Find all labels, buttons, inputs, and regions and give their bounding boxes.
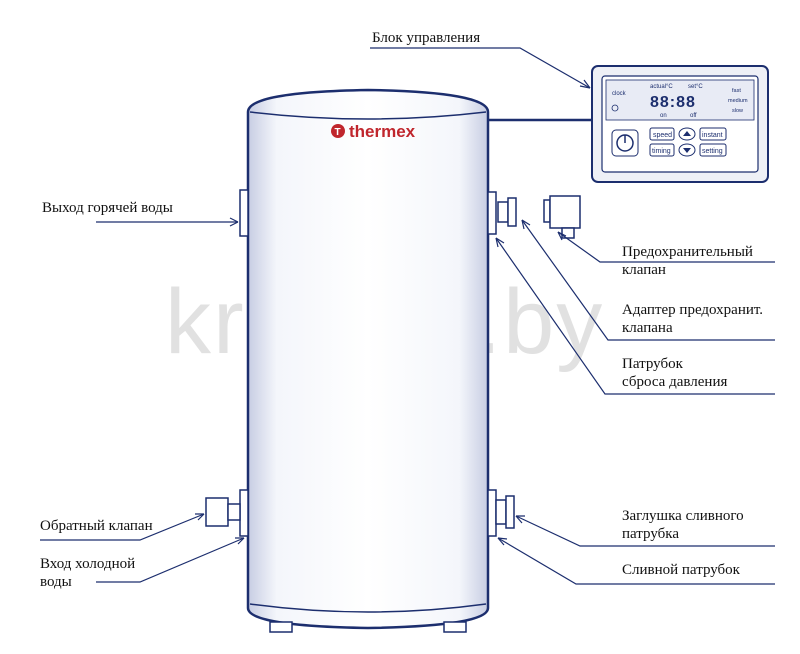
svg-text:speed: speed xyxy=(653,132,672,139)
label-drain-plug-line1: Заглушка сливного xyxy=(622,508,744,524)
leader-drain-plug xyxy=(515,515,775,547)
panel-fast-label: fast xyxy=(732,88,741,94)
setting-button: setting xyxy=(699,143,727,157)
timing-button: timing xyxy=(649,143,675,157)
panel-off-label: off xyxy=(690,113,697,119)
down-arrow-icon xyxy=(683,148,691,153)
pressure-relief-nozzle-fitting xyxy=(487,191,497,235)
svg-text:T: T xyxy=(335,127,341,138)
tank-foot-left xyxy=(269,621,293,633)
down-arrow-button xyxy=(678,143,696,157)
tank-foot-right xyxy=(443,621,467,633)
safety-valve xyxy=(543,195,581,239)
leader-adapter xyxy=(521,219,775,341)
up-arrow-icon xyxy=(683,131,691,136)
thermex-logo: T thermex xyxy=(331,122,416,141)
cold-water-inlet-fitting xyxy=(239,489,249,537)
leader-check-valve xyxy=(40,513,205,541)
drain-plug xyxy=(495,495,515,529)
label-cold-inlet-line1: Вход холодной xyxy=(40,556,136,572)
leader-safety-valve xyxy=(557,231,775,263)
label-pressure-nozzle-line2: сброса давления xyxy=(622,374,728,390)
power-button xyxy=(611,129,639,157)
label-safety-adapter-line2: клапана xyxy=(622,320,673,336)
drain-nozzle-fitting xyxy=(487,489,497,537)
label-drain-plug-line2: патрубка xyxy=(622,526,679,542)
label-safety-valve-line1: Предохранительный xyxy=(622,244,753,260)
svg-text:timing: timing xyxy=(652,148,671,155)
panel-digits: 88:88 xyxy=(650,94,696,111)
label-pressure-nozzle-line1: Патрубок xyxy=(622,356,683,372)
check-valve xyxy=(205,497,241,527)
label-check-valve: Обратный клапан xyxy=(40,518,153,534)
leader-control-unit xyxy=(370,47,591,89)
up-arrow-button xyxy=(678,127,696,141)
leader-drain-nozzle xyxy=(497,537,775,585)
label-hot-water-outlet: Выход горячей воды xyxy=(42,200,173,216)
panel-medium-label: medium xyxy=(728,98,748,104)
label-control-unit: Блок управления xyxy=(372,30,481,46)
label-safety-adapter-line1: Адаптер предохранит. xyxy=(622,302,764,318)
safety-valve-adapter xyxy=(497,197,517,227)
leader-lines xyxy=(40,47,775,585)
svg-text:instant: instant xyxy=(702,132,723,139)
panel-display xyxy=(605,79,755,121)
label-safety-valve-line2: клапан xyxy=(622,262,666,278)
panel-on-label: on xyxy=(660,113,667,119)
control-panel: clock actual°C set°C fast medium slow 88… xyxy=(591,65,769,183)
panel-timer-icon xyxy=(611,104,619,112)
instant-button: instant xyxy=(699,127,727,141)
label-drain-nozzle: Сливной патрубок xyxy=(622,562,740,578)
panel-clock-label: clock xyxy=(612,91,627,97)
leader-cold-inlet xyxy=(96,537,245,583)
speed-button: speed xyxy=(649,127,675,141)
tank-body xyxy=(246,88,490,633)
svg-text:setting: setting xyxy=(702,148,723,155)
panel-actual-label: actual°C xyxy=(650,84,673,90)
panel-set-label: set°C xyxy=(688,84,703,90)
label-cold-inlet-line2: воды xyxy=(40,574,72,590)
brand-text: thermex xyxy=(349,122,416,141)
leader-pressure-nozzle xyxy=(495,237,775,395)
hot-water-outlet-fitting xyxy=(239,189,249,237)
panel-slow-label: slow xyxy=(732,108,743,114)
